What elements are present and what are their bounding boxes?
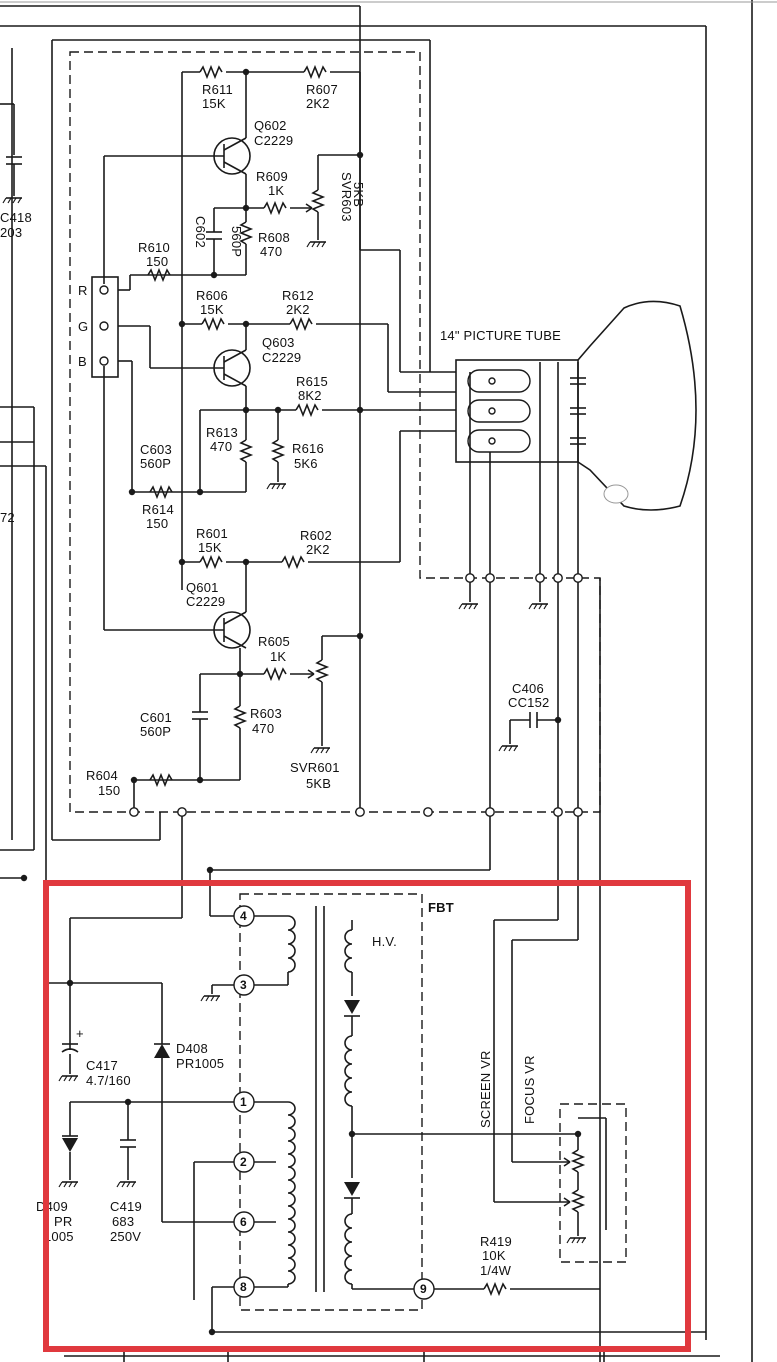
r612-ref: R612 [282, 288, 314, 303]
r607-val: 2K2 [306, 96, 330, 111]
svr601-ref: SVR601 [290, 760, 340, 775]
svr603-val: 5KB [351, 182, 366, 207]
c417-val: 4.7/160 [86, 1073, 131, 1088]
r605-val: 1K [270, 649, 286, 664]
r616-ref: R616 [292, 441, 324, 456]
r616-val: 5K6 [294, 456, 318, 471]
d409-val: PR [54, 1214, 72, 1229]
r610-val: 150 [146, 254, 168, 269]
r615-val: 8K2 [298, 388, 322, 403]
r609-val: 1K [268, 183, 284, 198]
c418-val: 203 [0, 225, 22, 240]
r611-ref: R611 [202, 82, 233, 97]
c417-ref: C417 [86, 1058, 118, 1073]
d408-val: PR1005 [176, 1056, 224, 1071]
svr601-val: 5KB [306, 776, 331, 791]
r614-ref: R614 [142, 502, 174, 517]
r615-ref: R615 [296, 374, 328, 389]
conn-r: R [78, 283, 88, 298]
r419-val: 10K [482, 1248, 506, 1263]
highlight-box [43, 880, 691, 1352]
supply-bus [51, 39, 470, 841]
fbt-pin-8: 8 [240, 1280, 247, 1294]
fbt-pin-9: 9 [420, 1282, 427, 1296]
r607-ref: R607 [306, 82, 338, 97]
c419-val2: 250V [110, 1229, 141, 1244]
hv-label: H.V. [372, 934, 397, 949]
c601-ref: C601 [140, 710, 172, 725]
c602-ref: C602 [193, 216, 208, 248]
fbt-section: FBT 4 3 1 2 6 8 9 H.V. [36, 893, 720, 1362]
r602-ref: R602 [300, 528, 332, 543]
q601-val: C2229 [186, 594, 225, 609]
c406-val: CC152 [508, 695, 549, 710]
r601-val: 15K [198, 540, 222, 555]
c603-val: 560P [140, 456, 171, 471]
c418-ref: C418 [0, 210, 32, 225]
focus-vr-label: FOCUS VR [522, 1055, 537, 1124]
r602-val: 2K2 [306, 542, 330, 557]
fbt-label: FBT [428, 900, 454, 915]
c602-val: 560P [229, 226, 244, 257]
fbt-pin-6: 6 [240, 1215, 247, 1229]
d409-ref: D409 [36, 1199, 68, 1214]
conn-b: B [78, 354, 87, 369]
c417-plus: + [76, 1026, 84, 1041]
fbt-pin-3: 3 [240, 978, 247, 992]
picture-tube: 14" PICTURE TUBE [440, 300, 697, 574]
r608-ref: R608 [258, 230, 290, 245]
q603-val: C2229 [262, 350, 301, 365]
fbt-pin-2: 2 [240, 1155, 247, 1169]
r610-ref: R610 [138, 240, 170, 255]
r603-val: 470 [252, 721, 274, 736]
screen-vr-label: SCREEN VR [478, 1050, 493, 1128]
r605-ref: R605 [258, 634, 290, 649]
r419-power: 1/4W [480, 1263, 512, 1278]
q603-ref: Q603 [262, 335, 295, 350]
c406-ref: C406 [512, 681, 544, 696]
r609-ref: R609 [256, 169, 288, 184]
d408-ref: D408 [176, 1041, 208, 1056]
r608-val: 470 [260, 244, 282, 259]
q602-stage: R611 15K R607 2K2 Q602 C2229 R609 1K SVR… [103, 64, 366, 590]
r613-val: 470 [210, 439, 232, 454]
capacitor-c406: C406 CC152 [489, 578, 601, 812]
r604-val: 150 [98, 783, 120, 798]
svr603-ref: SVR603 [339, 172, 354, 222]
inter-board-wiring [0, 812, 601, 1362]
r606-val: 15K [200, 302, 224, 317]
conn-g: G [78, 319, 88, 334]
r604-ref: R604 [86, 768, 118, 783]
r603-ref: R603 [250, 706, 282, 721]
r613-ref: R613 [206, 425, 238, 440]
rgb-connector: R G B [78, 276, 119, 378]
r606-ref: R606 [196, 288, 228, 303]
r601-ref: R601 [196, 526, 228, 541]
r419-ref: R419 [480, 1234, 512, 1249]
q602-val: C2229 [254, 133, 293, 148]
c419-val: 683 [112, 1214, 134, 1229]
d409-val2: 1005 [44, 1229, 74, 1244]
c601-val: 560P [140, 724, 171, 739]
q603-stage: R606 15K R612 2K2 Q603 C2229 R615 8K2 R6… [118, 288, 388, 531]
r614-val: 150 [146, 516, 168, 531]
r611-val: 15K [202, 96, 226, 111]
fbt-pin-4: 4 [240, 909, 247, 923]
c603-ref: C603 [140, 442, 172, 457]
edge-label: 72 [0, 510, 15, 525]
q601-stage: R601 15K R602 2K2 Q601 C2229 R605 1K SVR… [86, 366, 400, 812]
capacitor-c418: C418 203 [0, 156, 32, 240]
picture-tube-label: 14" PICTURE TUBE [440, 328, 561, 343]
fbt-pin-1: 1 [240, 1095, 247, 1109]
q601-ref: Q601 [186, 580, 219, 595]
q602-ref: Q602 [254, 118, 287, 133]
r612-val: 2K2 [286, 302, 310, 317]
c419-ref: C419 [110, 1199, 142, 1214]
